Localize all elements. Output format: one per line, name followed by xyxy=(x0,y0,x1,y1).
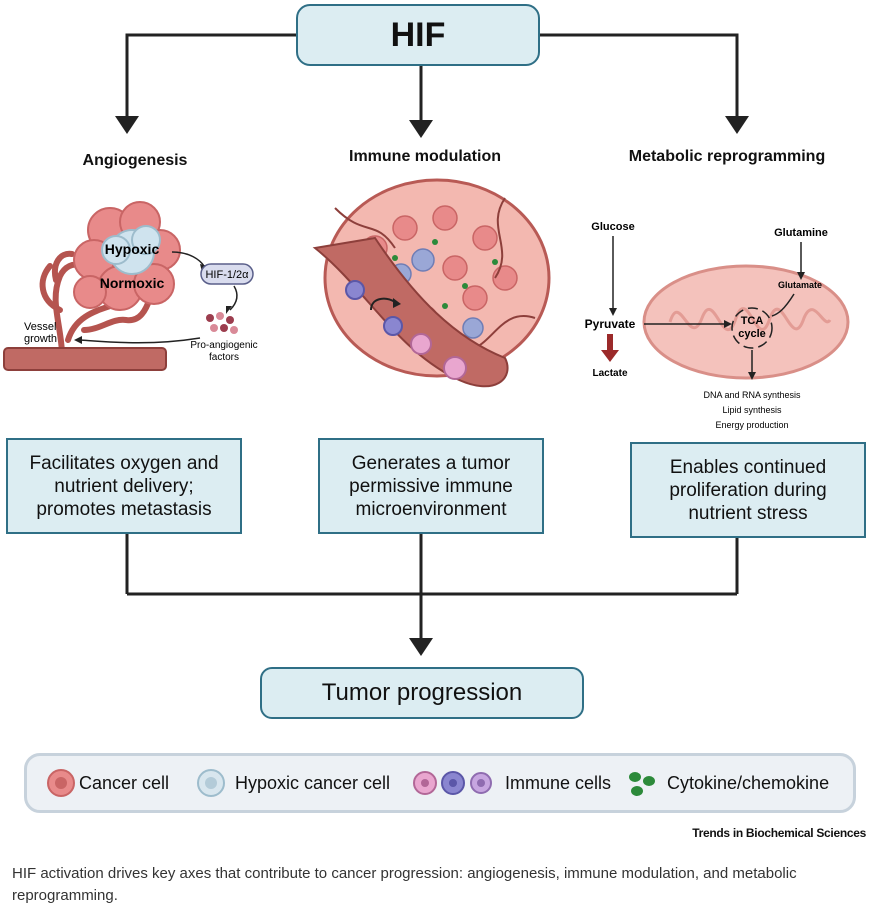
heading-immune-modulation: Immune modulation xyxy=(349,148,501,165)
lactate-arrow-stem xyxy=(607,334,613,350)
vessel-label-2: growth xyxy=(24,333,57,345)
legend-item-cancer-cell: Cancer cell xyxy=(43,756,169,810)
normoxic-label: Normoxic xyxy=(100,275,165,291)
arrowhead-metabolic xyxy=(725,116,749,134)
hypoxic-label: Hypoxic xyxy=(105,241,160,257)
glutamine-label: Glutamine xyxy=(774,227,828,239)
output-lipid: Lipid synthesis xyxy=(722,405,782,415)
legend: Cancer cell Hypoxic cancer cell Immune c… xyxy=(24,753,856,813)
legend-label-hypoxic-cell: Hypoxic cancer cell xyxy=(235,772,391,793)
tumor-mass-icon xyxy=(73,201,181,311)
arrow-to-hif-factor xyxy=(171,251,205,267)
outcome-immune-text: Generates a tumor permissive immune micr… xyxy=(349,452,513,520)
lactate-arrow-head xyxy=(601,350,619,362)
arrowhead-tumor xyxy=(409,638,433,656)
arrowhead-immune xyxy=(409,120,433,138)
arrow-hif-to-angiogenesis xyxy=(125,33,296,118)
metabolic-illustration: Glucose Pyruvate Lactate Glutamine Gluta… xyxy=(585,221,850,430)
vessel-label-1: Vessel xyxy=(24,321,56,333)
tca-label-2: cycle xyxy=(738,328,766,340)
outcome-metabolic-reprogramming: Enables continued proliferation during n… xyxy=(630,442,866,538)
hypoxic-cancer-cell-icon xyxy=(197,769,225,797)
tumor-progression-box: Tumor progression xyxy=(260,667,584,719)
legend-label-cytokine: Cytokine/chemokine xyxy=(667,772,830,793)
tca-label-1: TCA xyxy=(741,315,764,327)
arrow-to-factors xyxy=(229,285,238,311)
pyruvate-label: Pyruvate xyxy=(585,317,636,331)
legend-item-cytokine: Cytokine/chemokine xyxy=(623,756,829,810)
heading-angiogenesis: Angiogenesis xyxy=(82,152,188,169)
hif-factor-pill xyxy=(200,263,254,285)
glutamate-label: Glutamate xyxy=(778,280,822,290)
hif-label: HIF xyxy=(390,15,446,54)
outcome-angiogenesis-text: Facilitates oxygen and nutrient delivery… xyxy=(29,452,219,520)
legend-item-immune-cells: Immune cells xyxy=(411,756,611,810)
cytokine-chemokine-icon xyxy=(629,772,655,796)
infiltration-arrow xyxy=(370,297,396,311)
arrow-hif-to-metabolic xyxy=(540,33,739,118)
legend-item-hypoxic-cell: Hypoxic cancer cell xyxy=(193,756,390,810)
output-dna-rna: DNA and RNA synthesis xyxy=(703,390,801,400)
mitochondrion-icon xyxy=(642,264,850,380)
lactate-label: Lactate xyxy=(592,368,627,379)
immune-cells-icon xyxy=(413,771,492,795)
immune-modulation-illustration xyxy=(312,178,551,388)
tca-cycle-icon xyxy=(731,307,773,349)
glucose-label: Glucose xyxy=(591,221,634,233)
heading-metabolic-reprogramming: Metabolic reprogramming xyxy=(628,148,826,165)
blood-vessel-icon xyxy=(3,347,167,371)
arrow-to-vessel xyxy=(79,337,201,344)
outcome-angiogenesis: Facilitates oxygen and nutrient delivery… xyxy=(6,438,242,534)
hif-factor-label: HIF-1/2α xyxy=(205,269,249,281)
immune-cells-icon xyxy=(345,280,467,380)
legend-label-cancer-cell: Cancer cell xyxy=(79,772,170,793)
legend-label-immune-cells: Immune cells xyxy=(505,772,612,793)
outcome-immune-modulation: Generates a tumor permissive immune micr… xyxy=(318,438,544,534)
angiogenesis-illustration: Hypoxic Normoxic HIF-1/2α Pro-angiogenic… xyxy=(3,201,258,371)
pro-angiogenic-label-1: Pro-angiogenic xyxy=(190,340,257,351)
blood-vessel-icon xyxy=(312,236,509,388)
pro-angiogenic-factors-icon xyxy=(206,312,238,334)
journal-credit: Trends in Biochemical Sciences xyxy=(692,826,866,840)
tumor-progression-label: Tumor progression xyxy=(321,679,523,706)
output-energy: Energy production xyxy=(715,420,788,430)
outcome-metabolic-text: Enables continued proliferation during n… xyxy=(669,456,827,524)
pro-angiogenic-label-2: factors xyxy=(209,352,239,363)
figure-caption: HIF activation drives key axes that cont… xyxy=(12,865,797,904)
hif-box: HIF xyxy=(296,4,540,66)
arrowhead-angiogenesis xyxy=(115,116,139,134)
cancer-cell-icon xyxy=(47,769,75,797)
